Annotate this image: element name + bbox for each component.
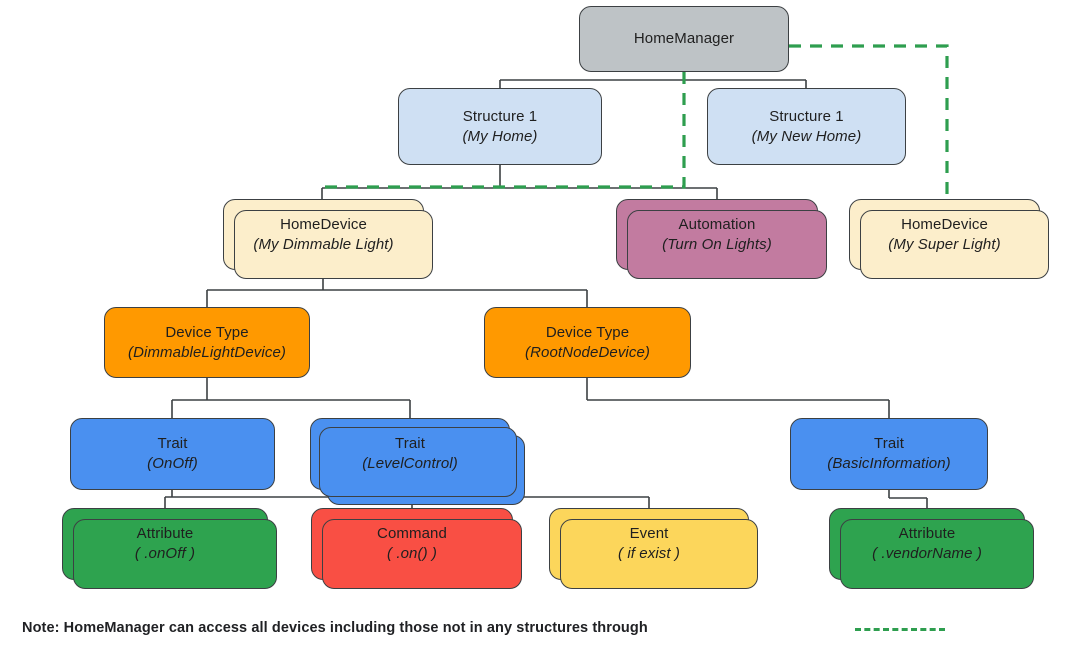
node-devicetype-rootnode-instance: (RootNodeDevice) — [525, 343, 650, 361]
node-trait-onoff-kind: Trait — [157, 435, 188, 453]
node-attribute-onoff-instance: ( .onOff ) — [134, 545, 196, 562]
node-structure-my-new-home[interactable]: Structure 1 (My New Home) — [707, 88, 906, 165]
node-homedevice-dimmable-kind: HomeDevice — [280, 215, 367, 233]
node-trait-onoff-instance: (OnOff) — [147, 455, 198, 472]
node-home-manager[interactable]: HomeManager — [579, 6, 789, 72]
node-home-manager-kind: HomeManager — [633, 30, 735, 48]
edge-myhome-children — [321, 165, 718, 199]
edge-dtdimmable-traits — [171, 378, 411, 418]
node-trait-basicinfo-kind: Trait — [874, 435, 904, 453]
node-event-ifexist-kind: Event — [629, 525, 669, 543]
node-devicetype-rootnode-kind: Device Type — [545, 323, 630, 341]
node-command-on-instance: ( .on() ) — [386, 545, 438, 562]
node-automation-lights-kind: Automation — [678, 215, 756, 233]
node-homedevice-dimmable[interactable]: HomeDevice (My Dimmable Light) — [223, 199, 433, 279]
node-structure-my-home-kind: Structure 1 — [462, 107, 538, 125]
node-automation-lights[interactable]: Automation (Turn On Lights) — [616, 199, 827, 279]
node-trait-basicinfo-instance: (BasicInformation) — [827, 455, 951, 472]
node-homedevice-dimmable-instance: (My Dimmable Light) — [253, 235, 394, 253]
edge-dtrootnode-trait — [586, 378, 890, 418]
node-homedevice-super[interactable]: HomeDevice (My Super Light) — [849, 199, 1049, 279]
footer-note-dashed-line-icon — [855, 628, 945, 631]
node-homedevice-super-kind: HomeDevice — [901, 215, 988, 233]
node-event-ifexist-instance: ( if exist ) — [617, 545, 681, 562]
node-trait-levelcontrol-instance: (LevelControl) — [362, 455, 458, 472]
edge-basicinfo-attribute — [888, 490, 928, 508]
node-attribute-vendor[interactable]: Attribute ( .vendorName ) — [829, 508, 1034, 589]
node-devicetype-dimmable-instance: (DimmableLightDevice) — [128, 343, 286, 361]
node-event-ifexist[interactable]: Event ( if exist ) — [549, 508, 758, 589]
node-automation-lights-instance: (Turn On Lights) — [662, 235, 772, 253]
edge-onoff-attribute — [164, 490, 173, 508]
footer-note: Note: HomeManager can access all devices… — [22, 620, 648, 636]
node-devicetype-rootnode[interactable]: Device Type (RootNodeDevice) — [484, 307, 691, 378]
node-devicetype-dimmable-kind: Device Type — [165, 323, 249, 341]
node-structure-my-new-home-kind: Structure 1 — [769, 107, 844, 125]
node-attribute-vendor-instance: ( .vendorName ) — [872, 545, 982, 562]
edge-homemanager-structures — [499, 72, 807, 88]
node-structure-my-home[interactable]: Structure 1 (My Home) — [398, 88, 602, 165]
node-attribute-vendor-kind: Attribute — [898, 525, 956, 543]
node-devicetype-dimmable[interactable]: Device Type (DimmableLightDevice) — [104, 307, 310, 378]
node-command-on[interactable]: Command ( .on() ) — [311, 508, 522, 589]
node-trait-levelcontrol-kind: Trait — [395, 435, 425, 453]
node-trait-basicinfo[interactable]: Trait (BasicInformation) — [790, 418, 988, 490]
node-attribute-onoff[interactable]: Attribute ( .onOff ) — [62, 508, 277, 589]
node-homedevice-super-instance: (My Super Light) — [888, 235, 1001, 253]
node-trait-levelcontrol[interactable]: Trait (LevelControl) — [310, 418, 525, 505]
node-trait-onoff[interactable]: Trait (OnOff) — [70, 418, 275, 490]
node-structure-my-new-home-instance: (My New Home) — [751, 127, 862, 145]
node-structure-my-home-instance: (My Home) — [462, 127, 538, 145]
node-command-on-kind: Command — [377, 525, 447, 543]
node-attribute-onoff-kind: Attribute — [136, 525, 194, 543]
